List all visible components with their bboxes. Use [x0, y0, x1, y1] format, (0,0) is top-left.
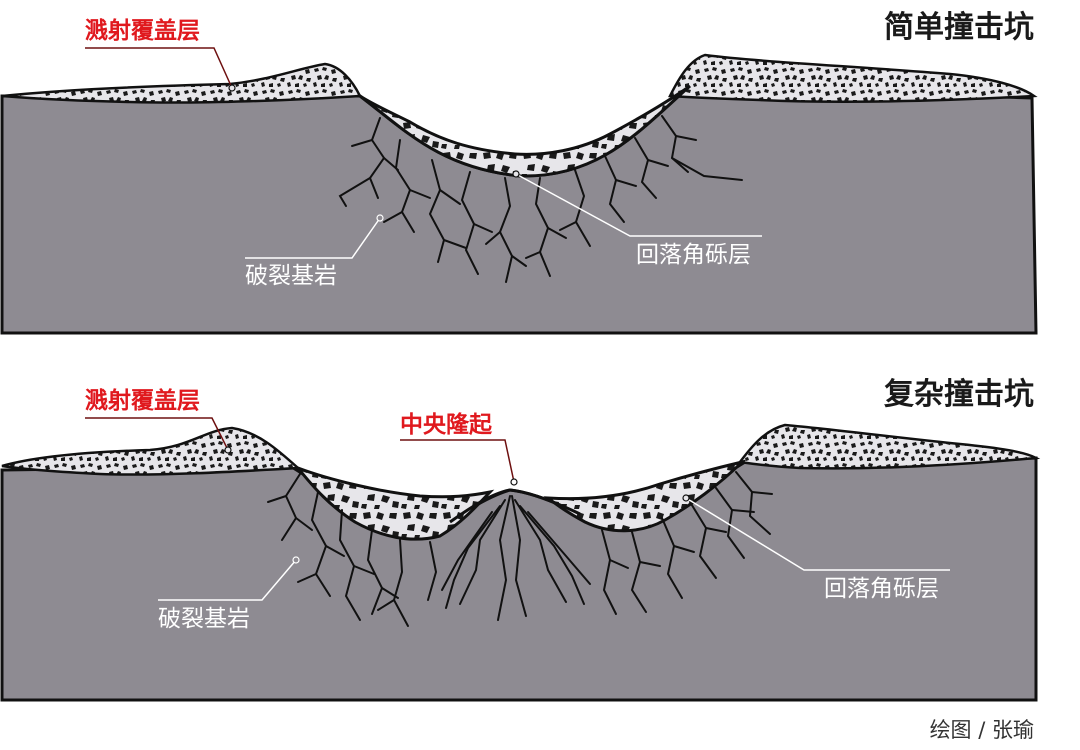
- breccia-label-bottom: 回落角砾层: [824, 576, 939, 602]
- central-uplift: [449, 488, 581, 524]
- ejecta-blanket-left: [1, 62, 362, 104]
- breccia-left: [293, 464, 495, 541]
- bedrock-leader-dot-top: [376, 214, 384, 222]
- complex-crater-panel: [0, 423, 1041, 702]
- ejecta-blanket-right: [737, 423, 1041, 470]
- breccia-leader-dot-top: [512, 170, 520, 178]
- bedrock-fractures: [267, 471, 773, 627]
- breccia-right: [543, 459, 747, 533]
- ejecta-leader-dot-top: [228, 84, 236, 92]
- ejecta-label-top: 溅射覆盖层: [85, 17, 200, 44]
- bedrock-label-bottom: 破裂基岩: [158, 606, 250, 632]
- breccia-label-top: 回落角砾层: [636, 242, 751, 268]
- breccia-leader-bottom: [685, 497, 950, 571]
- breccia-lens: [359, 84, 691, 178]
- ejecta-blanket-right: [668, 53, 1038, 103]
- simple-crater-panel: [0, 53, 1038, 335]
- breccia-leader-dot-bottom: [682, 494, 690, 502]
- ejecta-label-bottom: 溅射覆盖层: [85, 387, 200, 414]
- bedrock-leader-top: [245, 217, 381, 259]
- ejecta-leader-top: [85, 47, 233, 89]
- bedrock: [0, 84, 1038, 335]
- uplift-label: 中央隆起: [400, 412, 493, 438]
- breccia-leader-top: [515, 173, 762, 237]
- simple-crater-title: 简单撞击坑: [884, 10, 1034, 45]
- bedrock-label-top: 破裂基岩: [245, 263, 337, 289]
- uplift-leader-dot: [510, 478, 518, 486]
- complex-crater-title: 复杂撞击坑: [884, 377, 1034, 412]
- ejecta-blanket-left: [1, 426, 302, 476]
- bedrock-fractures: [338, 115, 743, 283]
- illustration-credit: 绘图 / 张瑜: [930, 718, 1034, 742]
- ejecta-leader-bottom: [85, 417, 229, 451]
- bedrock-leader-dot-bottom: [292, 556, 300, 564]
- ejecta-leader-dot-bottom: [224, 446, 232, 454]
- uplift-leader: [400, 439, 515, 483]
- bedrock-leader-bottom: [158, 559, 297, 601]
